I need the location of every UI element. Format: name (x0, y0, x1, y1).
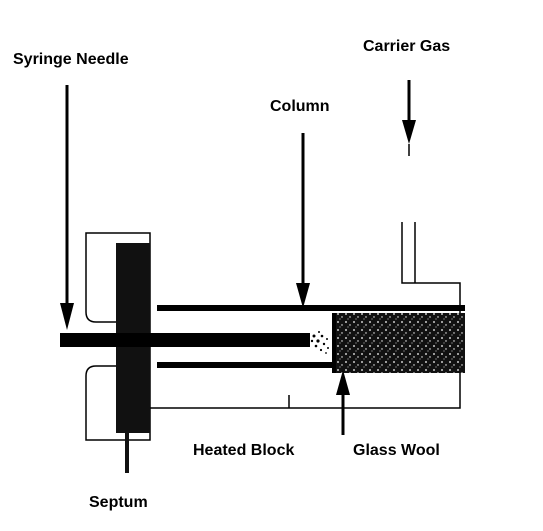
liner-upper-wall (157, 305, 465, 311)
column-arrowhead (296, 283, 310, 308)
label-syringe-needle: Syringe Needle (13, 51, 129, 68)
septum-stem (125, 433, 129, 473)
glass-wool (335, 313, 465, 373)
label-column: Column (270, 98, 330, 115)
liner-lower-wall (157, 362, 465, 368)
label-glass-wool: Glass Wool (353, 442, 440, 459)
label-septum: Septum (89, 494, 148, 511)
heated-block-lower-left (85, 365, 151, 441)
syringe-needle-arrowhead (60, 303, 74, 330)
syringe-needle (60, 333, 310, 347)
sample-spray (310, 331, 329, 354)
label-carrier-gas: Carrier Gas (363, 38, 451, 55)
glass-wool-end-plate (332, 313, 336, 373)
glass-wool-arrowhead (336, 370, 350, 395)
carrier-gas-arrowhead (402, 120, 416, 144)
label-heated-block: Heated Block (193, 442, 295, 459)
heated-block-outline (85, 222, 461, 409)
